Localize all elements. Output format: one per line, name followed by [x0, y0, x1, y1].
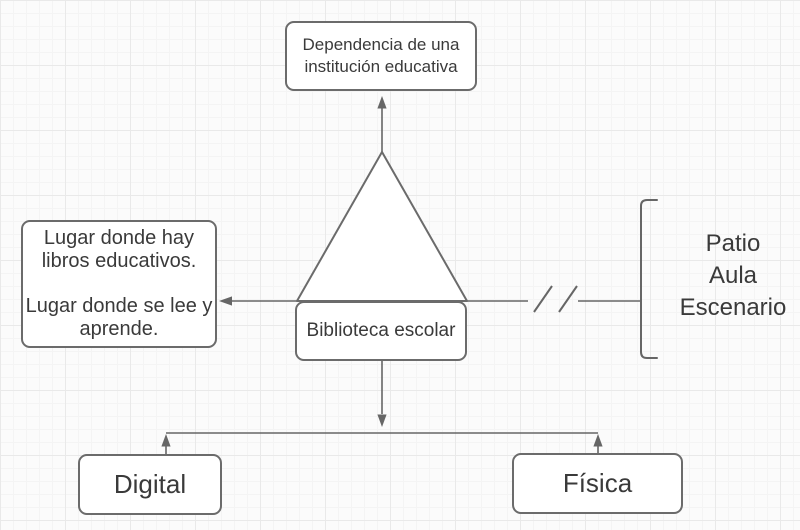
node-lugar-paragraph-2: Lugar donde se lee y aprende. [25, 295, 213, 340]
bracket-text-line: Escenario [679, 294, 787, 321]
node-lugar[interactable]: Lugar donde hay libros educativos. Lugar… [21, 220, 217, 348]
arrowhead-up-icon [593, 434, 603, 447]
triangle-shape[interactable] [296, 151, 468, 302]
bracket-text-group: Patio Aula Escenario [658, 228, 800, 324]
break-slash-icon [558, 285, 578, 313]
bracket-text-line: Patio [705, 230, 761, 257]
node-biblioteca-escolar[interactable]: Biblioteca escolar [295, 301, 467, 361]
arrowhead-up-icon [161, 434, 171, 447]
bracket-text-line: Aula [708, 262, 758, 289]
node-fisica[interactable]: Física [512, 453, 683, 514]
arrowhead-down-icon [377, 414, 387, 427]
node-biblioteca-escolar-label: Biblioteca escolar [306, 320, 456, 341]
arrowhead-up-icon [377, 96, 387, 109]
node-digital-label: Digital [113, 469, 187, 499]
node-lugar-paragraph-1: Lugar donde hay libros educativos. [41, 227, 197, 272]
arrowhead-left-icon [219, 296, 232, 306]
node-dependencia-label: Dependencia de una institución educativa [302, 35, 460, 76]
break-slash-icon [533, 285, 553, 313]
bracket-shape[interactable] [640, 199, 658, 359]
node-dependencia[interactable]: Dependencia de una institución educativa [285, 21, 477, 91]
node-digital[interactable]: Digital [78, 454, 222, 515]
node-fisica-label: Física [562, 468, 633, 498]
